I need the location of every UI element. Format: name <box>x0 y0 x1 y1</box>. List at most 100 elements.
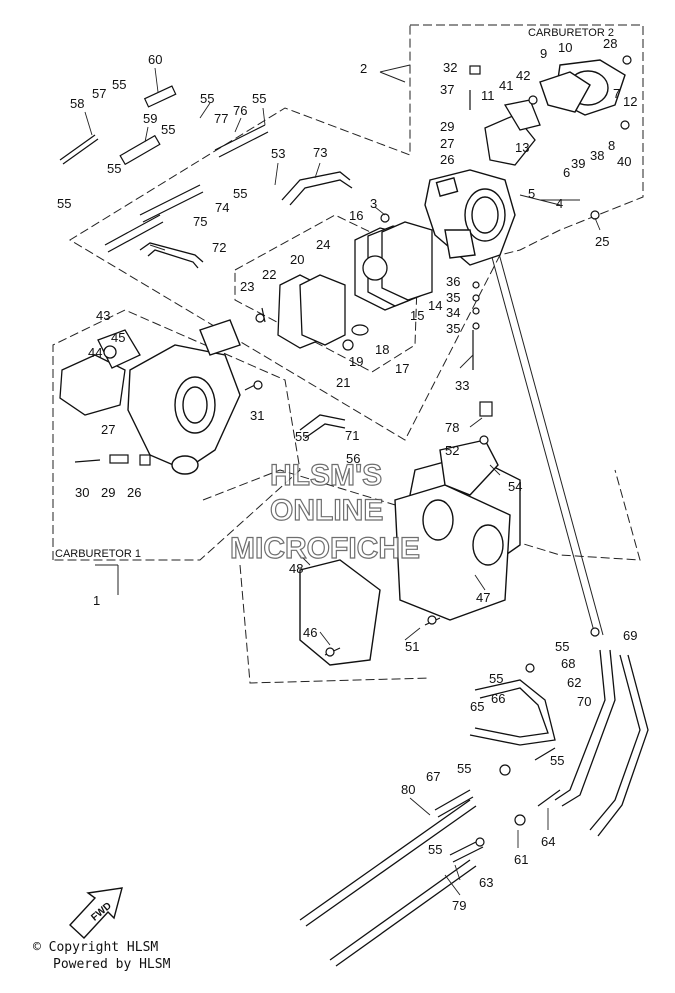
part-number-5: 5 <box>528 186 535 201</box>
part-number-63: 63 <box>479 875 493 890</box>
part-number-28: 28 <box>603 36 617 51</box>
part-number-74: 74 <box>215 200 229 215</box>
reed-valve-block <box>277 221 433 349</box>
part-number-64: 64 <box>541 834 555 849</box>
gasket-plate-11 <box>484 99 541 166</box>
part-number-55: 55 <box>550 753 564 768</box>
fwd-arrow-icon: FWD <box>69 887 123 939</box>
part-number-39: 39 <box>571 156 585 171</box>
part-number-71: 71 <box>345 428 359 443</box>
part-number-46: 46 <box>303 625 317 640</box>
part-number-55: 55 <box>489 671 503 686</box>
watermark-line-3: MICROFICHE <box>230 532 420 565</box>
part-number-12: 12 <box>623 94 637 109</box>
carb1-outline <box>52 309 301 561</box>
part-number-26: 26 <box>440 152 454 167</box>
small-parts <box>59 55 632 863</box>
part-number-55: 55 <box>112 77 126 92</box>
part-number-79: 79 <box>452 898 466 913</box>
part-number-15: 15 <box>410 308 424 323</box>
part-number-78: 78 <box>445 420 459 435</box>
part-number-34: 34 <box>446 305 460 320</box>
part-number-55: 55 <box>107 161 121 176</box>
part-number-4: 4 <box>556 196 563 211</box>
part-number-67: 67 <box>426 769 440 784</box>
part-number-13: 13 <box>515 140 529 155</box>
part-number-10: 10 <box>558 40 572 55</box>
watermark-line-1: HLSM'S <box>270 459 382 492</box>
part-number-38: 38 <box>590 148 604 163</box>
part-number-55: 55 <box>428 842 442 857</box>
part-number-25: 25 <box>595 234 609 249</box>
part-number-36: 36 <box>446 274 460 289</box>
part-number-29: 29 <box>440 119 454 134</box>
part-number-45: 45 <box>111 330 125 345</box>
diaphragm-cover <box>539 59 626 116</box>
part-number-3: 3 <box>370 196 377 211</box>
part-number-55: 55 <box>252 91 266 106</box>
leader-lines <box>95 64 604 636</box>
watermark-line-2: ONLINE <box>270 494 383 527</box>
reed-valve-outline <box>234 214 419 373</box>
part-number-2: 2 <box>360 61 367 76</box>
group-label-carburetor-2: CARBURETOR 2 <box>528 27 614 39</box>
part-number-66: 66 <box>491 691 505 706</box>
part-number-55: 55 <box>457 761 471 776</box>
fuel-pump <box>59 329 141 416</box>
lower-outline <box>202 469 641 561</box>
part-number-43: 43 <box>96 308 110 323</box>
part-number-57: 57 <box>92 86 106 101</box>
part-number-76: 76 <box>233 103 247 118</box>
part-number-51: 51 <box>405 639 419 654</box>
part-number-55: 55 <box>295 429 309 444</box>
part-number-9: 9 <box>540 46 547 61</box>
part-number-60: 60 <box>148 52 162 67</box>
part-number-18: 18 <box>375 342 389 357</box>
watermark: HLSM'S ONLINE MICROFICHE <box>229 458 420 565</box>
part-number-22: 22 <box>262 267 276 282</box>
part-number-54: 54 <box>508 479 522 494</box>
part-number-30: 30 <box>75 485 89 500</box>
powered-by-text: Powered by HLSM <box>53 957 171 972</box>
part-number-75: 75 <box>193 214 207 229</box>
part-number-29: 29 <box>101 485 115 500</box>
part-number-27: 27 <box>101 422 115 437</box>
part-number-80: 80 <box>401 782 415 797</box>
carburetor-2-body <box>424 169 516 266</box>
part-number-73: 73 <box>313 145 327 160</box>
group-label-carburetor-1: CARBURETOR 1 <box>55 548 141 560</box>
part-number-55: 55 <box>555 639 569 654</box>
part-number-11: 11 <box>481 88 495 103</box>
part-number-26: 26 <box>127 485 141 500</box>
footer: © Copyright HLSM Powered by HLSM <box>33 939 170 973</box>
part-number-62: 62 <box>567 675 581 690</box>
cables <box>299 649 649 967</box>
part-number-1: 1 <box>93 593 100 608</box>
part-number-31: 31 <box>250 408 264 423</box>
intake-manifold <box>299 439 521 666</box>
part-number-69: 69 <box>623 628 637 643</box>
part-number-42: 42 <box>516 68 530 83</box>
part-number-24: 24 <box>316 237 330 252</box>
part-number-7: 7 <box>613 86 620 101</box>
part-number-17: 17 <box>395 361 409 376</box>
part-number-16: 16 <box>349 208 363 223</box>
part-number-41: 41 <box>499 78 513 93</box>
part-number-35: 35 <box>446 290 460 305</box>
part-number-47: 47 <box>476 590 490 605</box>
part-number-32: 32 <box>443 60 457 75</box>
copyright-text: © Copyright HLSM <box>33 940 159 955</box>
part-number-20: 20 <box>290 252 304 267</box>
part-number-23: 23 <box>240 279 254 294</box>
part-number-48: 48 <box>289 561 303 576</box>
part-number-59: 59 <box>143 111 157 126</box>
part-number-14: 14 <box>428 298 442 313</box>
part-number-52: 52 <box>445 443 459 458</box>
part-number-56: 56 <box>346 451 360 466</box>
part-number-leaders <box>84 67 601 896</box>
part-number-72: 72 <box>212 240 226 255</box>
part-number-55: 55 <box>161 122 175 137</box>
part-number-58: 58 <box>70 96 84 111</box>
